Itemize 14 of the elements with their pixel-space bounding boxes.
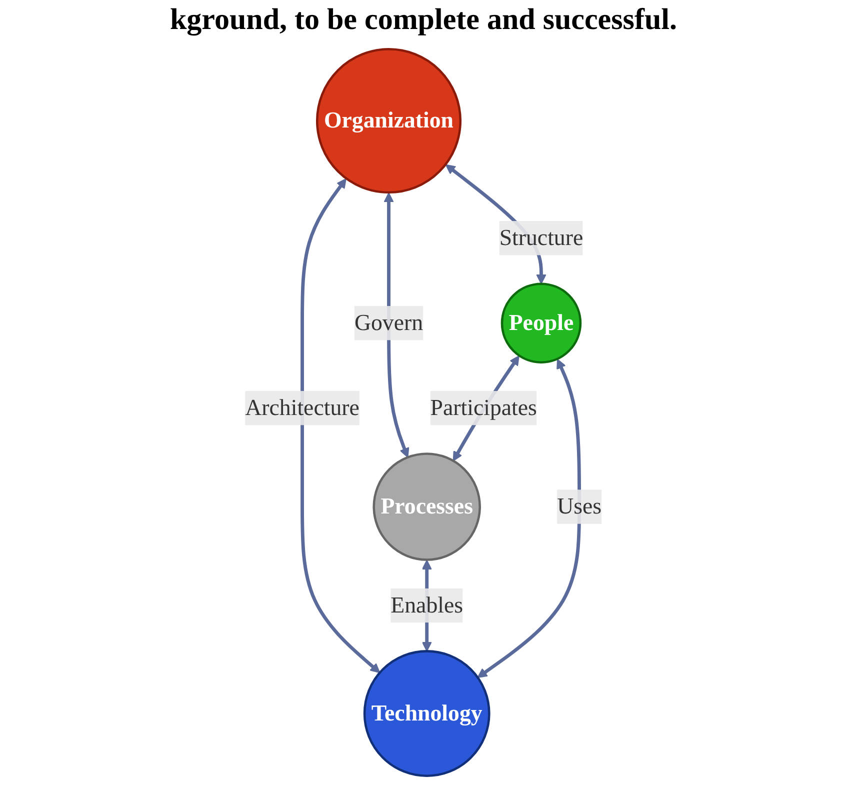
edge-label: Architecture <box>245 395 360 421</box>
edge-label: Uses <box>557 494 602 520</box>
arrow <box>477 358 582 678</box>
node-circle: Technology <box>364 650 490 777</box>
edge-label: Participates <box>430 395 538 421</box>
arrow <box>384 192 410 458</box>
edge-label: Structure <box>499 226 584 251</box>
arrow <box>300 178 380 674</box>
edge-label: Govern <box>354 310 424 336</box>
node-circle: Processes <box>372 452 482 561</box>
node-circle: People <box>501 282 582 364</box>
edge-label: Enables <box>390 592 464 618</box>
heading-text: kground, to be complete and successful. <box>170 3 677 36</box>
node-circle: Organization <box>316 48 462 194</box>
